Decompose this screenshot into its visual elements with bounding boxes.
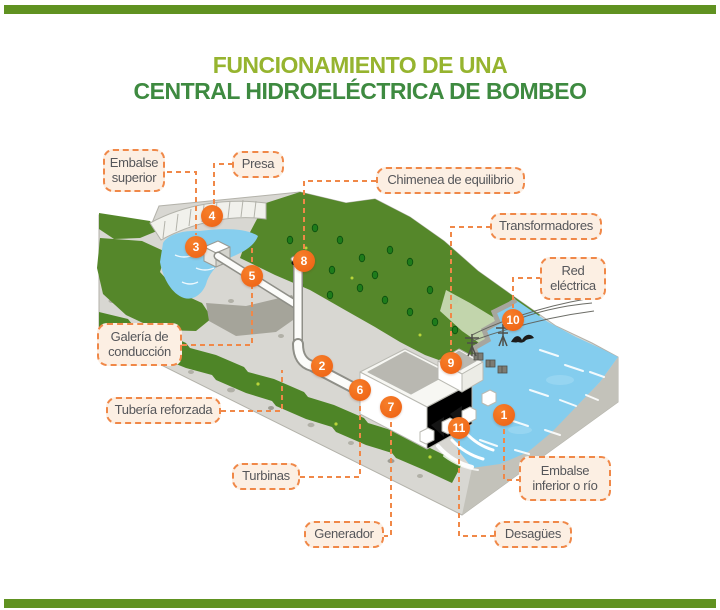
- label-transformadores: Transformadores: [490, 213, 602, 240]
- label-galeria-de-conduccion: Galería de conducción: [97, 323, 182, 366]
- top-border-bar: [4, 5, 716, 14]
- label-red-electrica: Red eléctrica: [540, 257, 606, 300]
- label-embalse-inferior-o-rio: Embalse inferior o río: [519, 456, 611, 501]
- marker-5: 5: [241, 265, 263, 287]
- bird: [511, 334, 534, 343]
- title-line-1: FUNCIONAMIENTO DE UNA: [212, 52, 508, 78]
- label-embalse-superior: Embalse superior: [103, 149, 165, 192]
- label-presa: Presa: [232, 151, 284, 178]
- label-chimenea-de-equilibrio: Chimenea de equilibrio: [376, 167, 525, 194]
- outflow-water: [436, 431, 495, 471]
- pylon: [465, 334, 479, 357]
- label-generador: Generador: [304, 521, 384, 548]
- label-turbinas: Turbinas: [232, 463, 300, 490]
- marker-3: 3: [185, 236, 207, 258]
- marker-7: 7: [380, 396, 402, 418]
- marker-1: 1: [493, 404, 515, 426]
- bottom-border-bar: [4, 599, 716, 608]
- label-desagues: Desagües: [494, 521, 572, 548]
- upper-hills-grass: [97, 213, 212, 331]
- marker-2: 2: [311, 355, 333, 377]
- marker-4: 4: [201, 205, 223, 227]
- grass-band: [99, 312, 462, 483]
- reservoir-cliff-shadow: [206, 295, 303, 336]
- transformer-units: [473, 352, 508, 374]
- marker-9: 9: [440, 352, 462, 374]
- label-tuberia-reforzada: Tubería reforzada: [106, 397, 221, 424]
- outlet-opening: [431, 417, 444, 437]
- marker-8: 8: [293, 250, 315, 272]
- title-line-2: CENTRAL HIDROELÉCTRICA DE BOMBEO: [133, 78, 587, 104]
- marker-6: 6: [349, 379, 371, 401]
- marker-10: 10: [502, 309, 524, 331]
- lower-river: [448, 300, 618, 468]
- marker-11: 11: [448, 417, 470, 439]
